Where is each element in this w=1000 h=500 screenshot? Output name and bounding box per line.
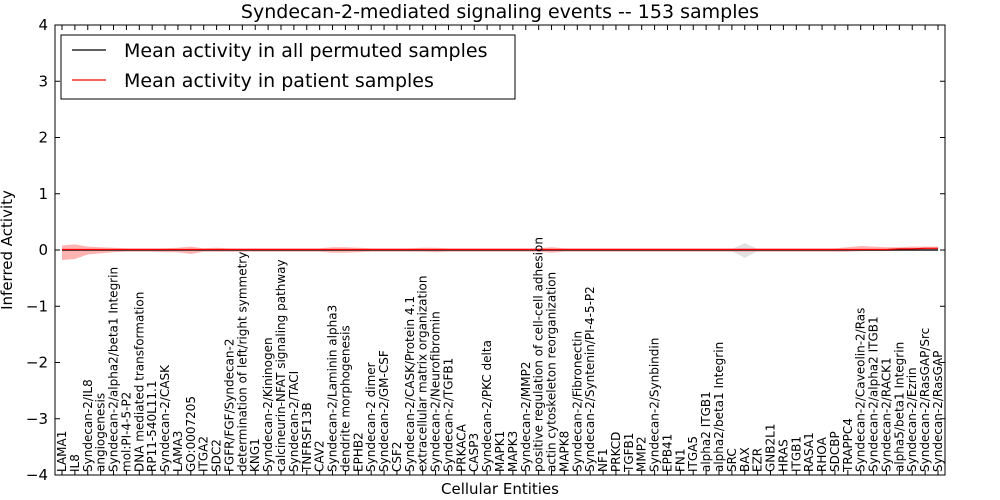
x-axis: LAMA1IL8Syndecan-2/IL8angiogenesisSyndec… xyxy=(55,25,945,475)
series-lines xyxy=(62,247,938,251)
x-tick-label: ITGA2 xyxy=(197,436,211,472)
x-tick-label: Syndecan-2/Syntenin/PI-4-5-P2 xyxy=(583,286,597,472)
x-tick-label: Syndecan-2/MMP2 xyxy=(519,362,533,472)
x-tick-label: DNA mediated transformation xyxy=(132,292,146,472)
x-tick-label: Syndecan-2/Synbindin xyxy=(648,338,662,472)
y-tick-label: −3 xyxy=(26,410,48,428)
x-tick-label: PRKACA xyxy=(454,423,468,472)
x-tick-label: CSF2 xyxy=(390,441,404,472)
x-tick-label: alpha5/beta1 Integrin xyxy=(892,342,906,472)
x-tick-label: LAMA1 xyxy=(55,431,69,472)
x-tick-label: NF1 xyxy=(596,448,610,472)
y-axis-title: Inferred Activity xyxy=(0,190,16,310)
x-tick-label: KNG1 xyxy=(248,438,262,472)
x-tick-label: Syndecan-2/CASK/Protein 4.1 xyxy=(403,296,417,472)
x-tick-label: TGFB1 xyxy=(622,433,636,473)
x-tick-label: ITGB1 xyxy=(789,436,803,472)
x-tick-label: alpha2 ITGB1 xyxy=(699,391,713,472)
x-tick-label: Syndecan-2/TACI xyxy=(287,371,301,472)
x-tick-label: SRC xyxy=(725,448,739,472)
x-tick-label: Syndecan-2/RasGAP/Src xyxy=(918,328,932,472)
x-axis-title: Cellular Entities xyxy=(441,480,559,498)
x-tick-label: EPB41 xyxy=(660,434,674,472)
legend: Mean activity in all permuted samples Me… xyxy=(60,34,516,100)
x-tick-label: PRKCD xyxy=(609,432,623,472)
x-tick-label: mol:PI-4-5-P2 xyxy=(119,392,133,472)
x-tick-label: RHOA xyxy=(815,436,829,472)
x-tick-label: EZR xyxy=(751,448,765,472)
x-tick-label: MAPK1 xyxy=(493,431,507,472)
y-tick-label: −4 xyxy=(26,466,48,484)
x-tick-label: FGFR/FGF/Syndecan-2 xyxy=(222,339,236,472)
x-tick-label: HRAS xyxy=(776,439,790,472)
x-tick-label: determination of left/right symmetry xyxy=(235,252,249,472)
legend-label-permuted: Mean activity in all permuted samples xyxy=(124,40,487,62)
y-tick-label: −2 xyxy=(26,354,48,372)
x-tick-label: calcineurin-NFAT signaling pathway xyxy=(274,259,288,472)
x-tick-label: ITGA5 xyxy=(686,436,700,472)
y-tick-label: 2 xyxy=(38,129,48,147)
x-tick-label: Syndecan-2/IL8 xyxy=(81,379,95,472)
confidence-bands xyxy=(62,243,938,261)
y-tick-label: 0 xyxy=(38,241,48,259)
x-tick-label: Syndecan-2/Laminin alpha3 xyxy=(326,305,340,472)
legend-box xyxy=(60,34,516,100)
x-tick-label: TNFRSF13B xyxy=(300,402,314,473)
line-patient xyxy=(62,247,938,251)
x-tick-label: Syndecan-2/Ezrin xyxy=(905,367,919,472)
legend-label-patient: Mean activity in patient samples xyxy=(124,70,434,92)
x-tick-label: alpha2/beta1 Integrin xyxy=(712,342,726,472)
x-tick-label: Syndecan-2/TGFB1 xyxy=(441,358,455,472)
x-tick-label: angiogenesis xyxy=(94,393,108,472)
x-tick-label: actin cytoskeleton reorganization xyxy=(545,272,559,472)
x-tick-label: Syndecan-2/Caveolin-2/Ras xyxy=(854,308,868,472)
y-tick-label: 1 xyxy=(38,185,48,203)
x-tick-label: CASP3 xyxy=(467,433,481,472)
y-tick-label: 3 xyxy=(38,72,48,90)
x-tick-label: TRAPPC4 xyxy=(841,418,855,473)
y-tick-label: −1 xyxy=(26,297,48,315)
x-tick-label: Syndecan-2/PKC delta xyxy=(480,340,494,472)
x-tick-label: GNB2L1 xyxy=(764,424,778,472)
x-tick-label: RP11-540L11.1 xyxy=(145,381,159,472)
x-tick-label: BAX xyxy=(738,447,752,472)
x-tick-label: CAV2 xyxy=(313,440,327,472)
x-tick-label: MAPK8 xyxy=(557,431,571,472)
x-tick-label: Syndecan-2/Fibronectin xyxy=(570,331,584,472)
chart-title: Syndecan-2-mediated signaling events -- … xyxy=(241,1,759,23)
x-tick-label: RASA1 xyxy=(802,432,816,472)
x-tick-label: IL8 xyxy=(68,454,82,472)
y-tick-label: 4 xyxy=(38,16,48,34)
x-tick-label: LAMA3 xyxy=(171,431,185,472)
x-tick-label: extracellular matrix organization xyxy=(416,276,430,473)
x-tick-label: EPHB2 xyxy=(351,432,365,472)
band-patient xyxy=(62,244,938,261)
x-tick-label: Syndecan-2/alpha2 ITGB1 xyxy=(867,316,881,472)
x-tick-label: Syndecan-2/GM-CSF xyxy=(377,350,391,472)
y-axis: 4 3 2 1 0 −1 −2 −3 −4 xyxy=(26,16,945,484)
x-tick-label: dendrite morphogenesis xyxy=(338,325,352,472)
x-tick-label: Syndecan-2/RACK1 xyxy=(879,357,893,472)
x-tick-label: Syndecan-2/Kininogen xyxy=(261,337,275,472)
x-tick-label: FN1 xyxy=(673,448,687,472)
x-tick-label: Syndecan-2/RasGAP xyxy=(931,351,945,472)
x-tick-label: MMP2 xyxy=(635,436,649,472)
x-tick-label: SDCBP xyxy=(828,431,842,472)
x-tick-label: Syndecan-2/alpha2/beta1 Integrin xyxy=(107,267,121,472)
x-tick-label: Syndecan-2/CASK xyxy=(158,364,172,472)
x-tick-label: Syndecan-2 dimer xyxy=(364,362,378,472)
x-tick-label: SDC2 xyxy=(210,439,224,472)
x-tick-label: GO:0007205 xyxy=(184,396,198,472)
x-tick-label: positive regulation of cell-cell adhesio… xyxy=(532,237,546,472)
x-tick-label: Syndecan-2/Neurofibromin xyxy=(429,311,443,472)
x-tick-label: MAPK3 xyxy=(506,431,520,472)
